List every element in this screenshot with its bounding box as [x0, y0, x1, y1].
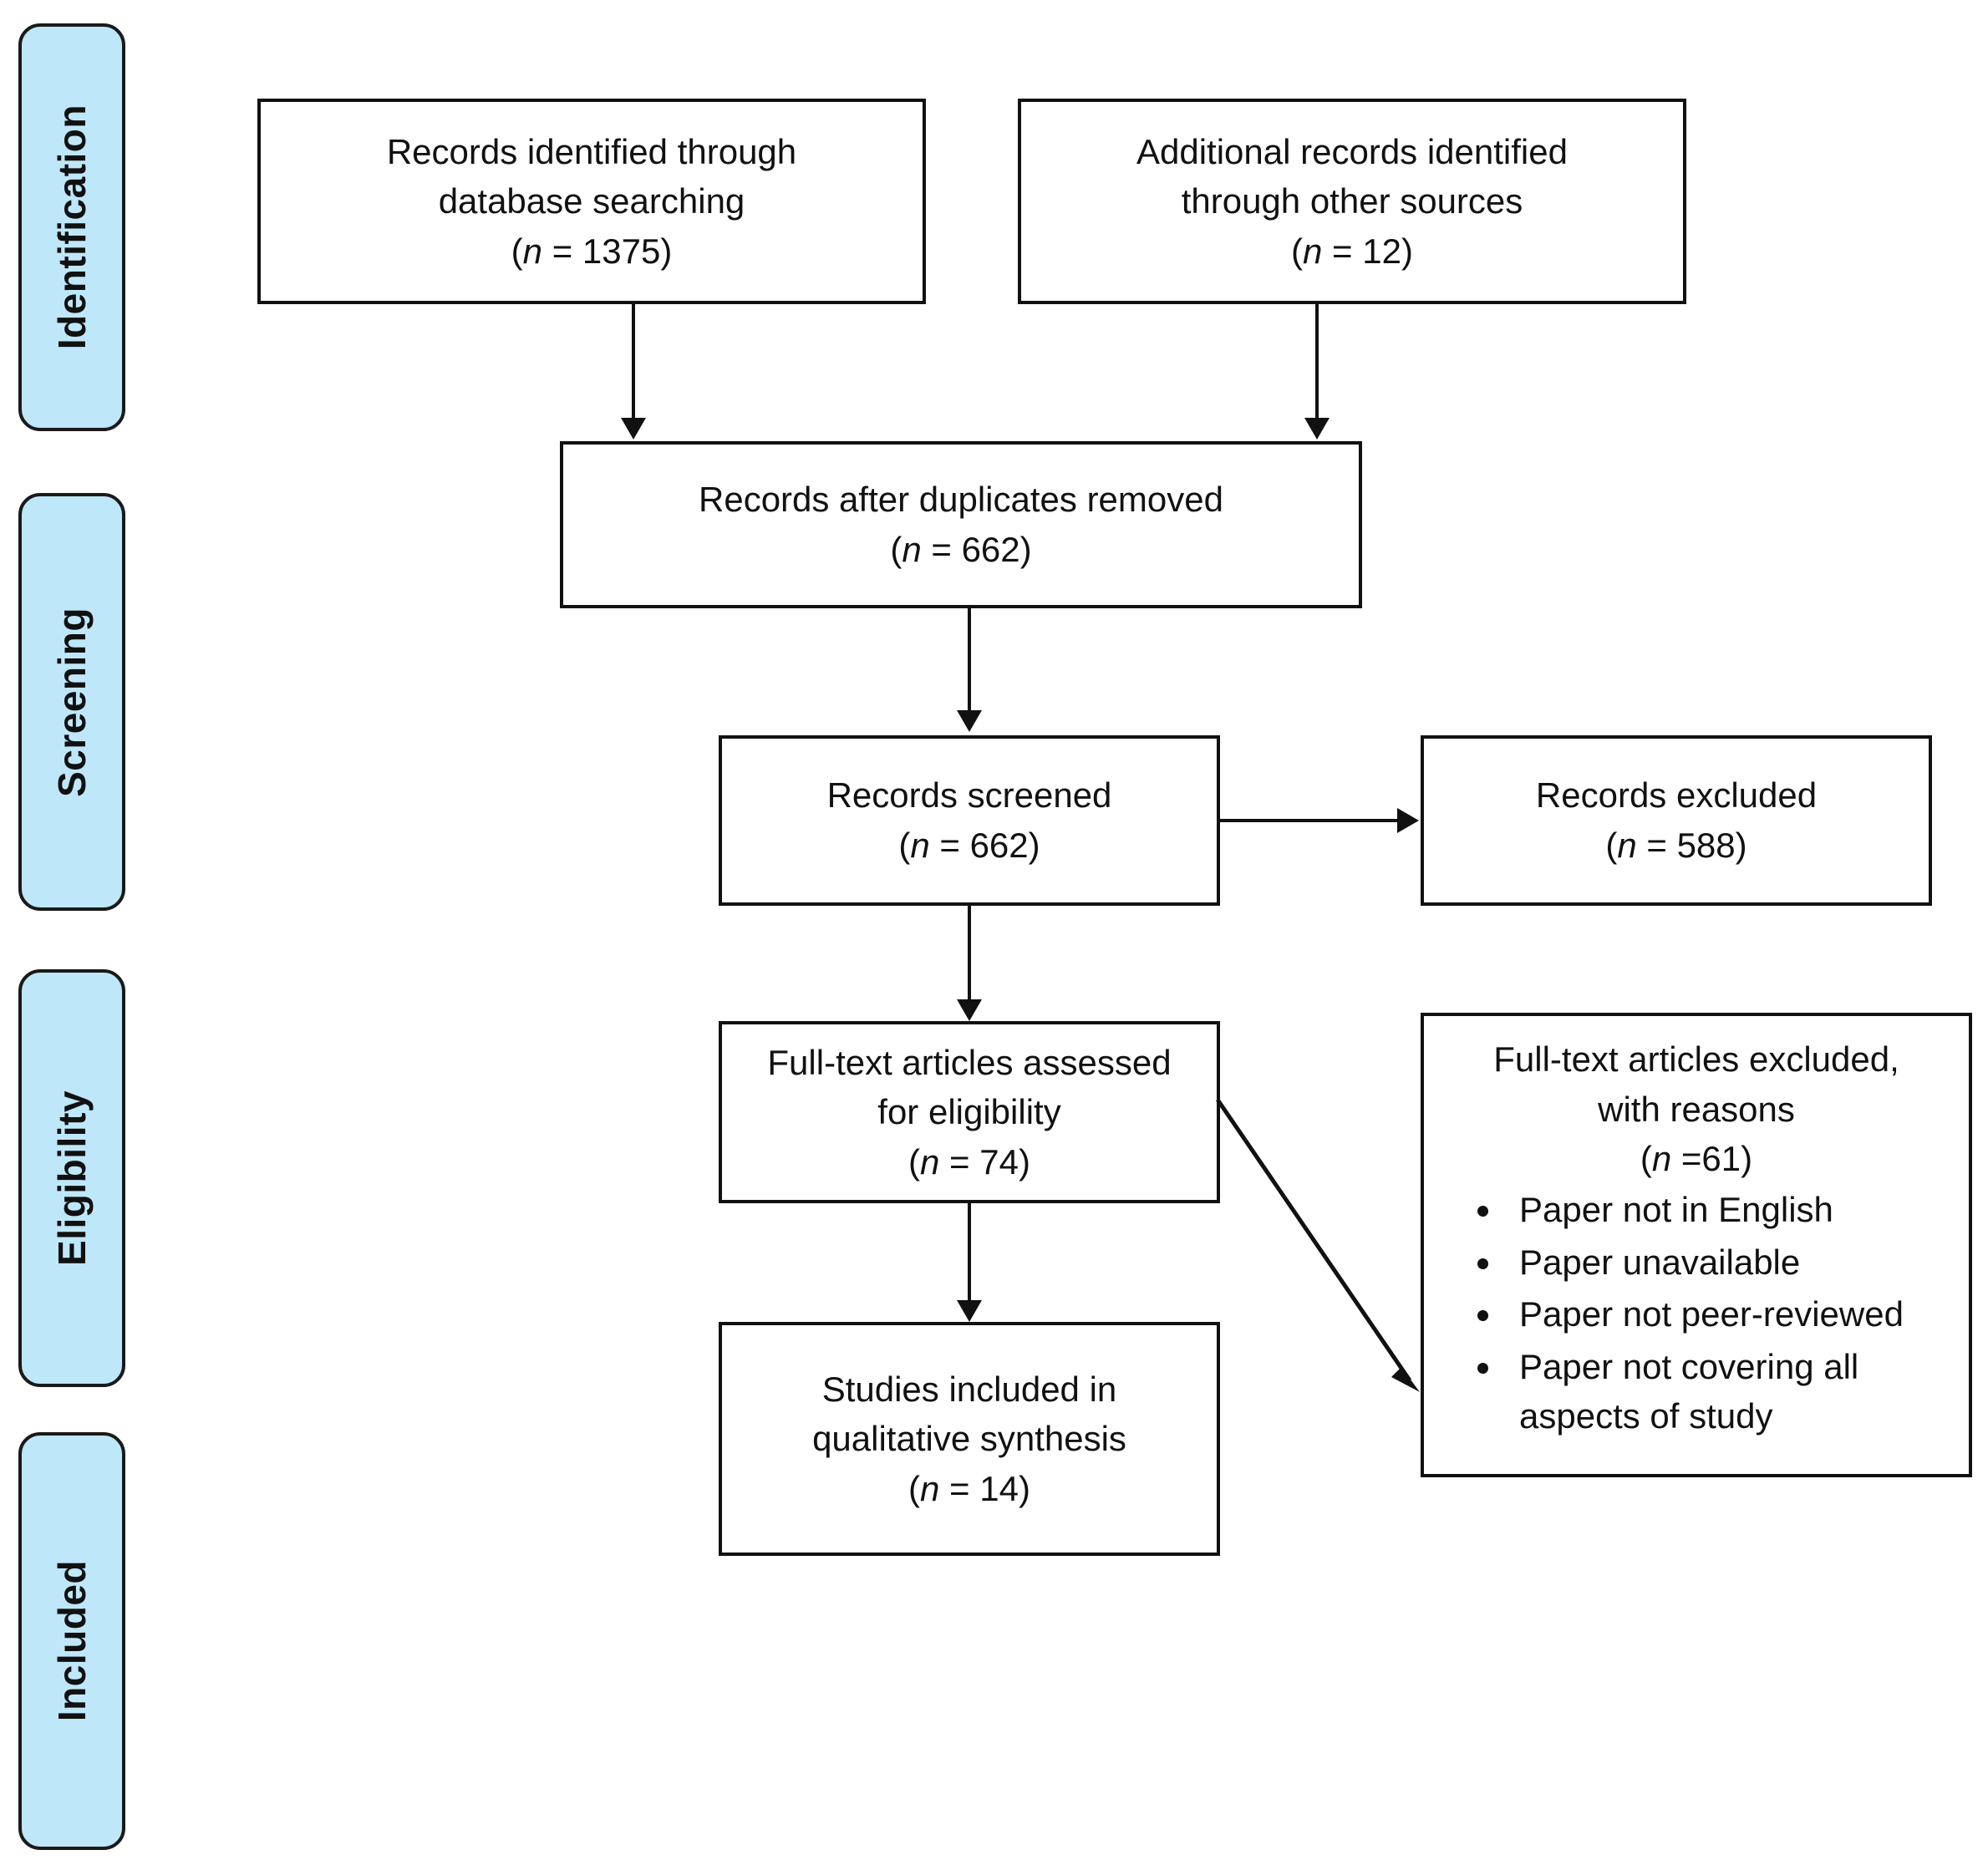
- box-records-identified-other[interactable]: Additional records identified through ot…: [1018, 99, 1686, 304]
- box-database-line1: Records identified through: [386, 131, 797, 171]
- box-fulltext-count: (n = 74): [908, 1141, 1030, 1182]
- stage-tab-identification-label: Identification: [50, 104, 94, 350]
- diagonal-line: [1215, 1098, 1412, 1382]
- stage-tab-included-label: Included: [50, 1560, 94, 1722]
- list-item: Paper unavailable: [1504, 1238, 1954, 1288]
- box-excluded-line1: Records excluded: [1535, 775, 1818, 816]
- box-other-line2: through other sources: [1181, 181, 1523, 221]
- box-studies-included[interactable]: Studies included in qualitative synthesi…: [719, 1322, 1220, 1556]
- list-item: Paper not in English: [1504, 1186, 1954, 1235]
- arrowhead-fulltext-to-reasons: [1391, 1367, 1420, 1392]
- box-records-identified-database[interactable]: Records identified through database sear…: [257, 99, 926, 304]
- box-fulltext-excluded-reasons[interactable]: Full-text articles excluded, with reason…: [1421, 1013, 1972, 1477]
- reasons-list: Paper not in English Paper unavailable P…: [1439, 1186, 1954, 1445]
- n-symbol: n: [1651, 1139, 1672, 1179]
- arrowhead-duplicates-to-screened: [957, 710, 982, 732]
- arrowhead-fulltext-to-included: [957, 1300, 982, 1322]
- connector-screened-to-fulltext: [968, 906, 971, 1003]
- n-symbol: n: [522, 231, 543, 271]
- reasons-line2: with reasons: [1598, 1089, 1795, 1129]
- stage-tab-eligibility-label: Eligibility: [50, 1090, 94, 1266]
- reasons-count: (n =61): [1640, 1139, 1753, 1179]
- box-records-excluded[interactable]: Records excluded (n = 588): [1421, 735, 1932, 906]
- stage-tab-screening[interactable]: Screening: [18, 493, 125, 911]
- box-screened-line1: Records screened: [826, 775, 1112, 816]
- box-included-line1: Studies included in: [821, 1369, 1117, 1409]
- connector-database-to-duplicates: [632, 304, 635, 423]
- n-symbol: n: [1617, 826, 1637, 865]
- box-other-count: (n = 12): [1291, 231, 1413, 271]
- arrowhead-database-to-duplicates: [621, 418, 646, 440]
- stage-tab-identification[interactable]: Identification: [18, 23, 125, 431]
- box-duplicates-count: (n = 662): [890, 530, 1032, 569]
- connector-fulltext-to-reasons: [1215, 1098, 1420, 1392]
- arrowhead-other-to-duplicates: [1304, 418, 1330, 440]
- n-symbol: n: [1303, 231, 1323, 271]
- connector-other-to-duplicates: [1315, 304, 1319, 423]
- box-fulltext-assessed[interactable]: Full-text articles assessed for eligibil…: [719, 1021, 1220, 1203]
- list-item: Paper not peer-reviewed: [1504, 1290, 1954, 1339]
- list-item: Paper not covering all aspects of study: [1504, 1343, 1954, 1441]
- box-duplicates-line1: Records after duplicates removed: [699, 480, 1223, 520]
- n-symbol: n: [920, 1141, 940, 1182]
- box-database-count: (n = 1375): [511, 231, 673, 271]
- n-symbol: n: [910, 826, 930, 865]
- stage-tab-eligibility[interactable]: Eligibility: [18, 969, 125, 1387]
- box-records-screened[interactable]: Records screened (n = 662): [719, 735, 1220, 906]
- box-database-line2: database searching: [438, 181, 745, 221]
- box-fulltext-line1: Full-text articles assessed: [767, 1042, 1172, 1082]
- arrowhead-screened-to-fulltext: [957, 999, 982, 1021]
- connector-screened-to-excluded: [1220, 819, 1401, 822]
- box-screened-count: (n = 662): [898, 826, 1040, 865]
- box-records-after-duplicates[interactable]: Records after duplicates removed (n = 66…: [560, 441, 1362, 608]
- box-other-line1: Additional records identified: [1136, 131, 1568, 171]
- connector-duplicates-to-screened: [968, 608, 971, 714]
- box-included-count: (n = 14): [908, 1468, 1030, 1508]
- stage-tab-included[interactable]: Included: [18, 1432, 125, 1850]
- n-symbol: n: [920, 1468, 940, 1508]
- n-symbol: n: [902, 530, 922, 569]
- box-included-line2: qualitative synthesis: [812, 1419, 1126, 1459]
- reasons-line1: Full-text articles excluded,: [1493, 1039, 1899, 1079]
- connector-fulltext-to-included: [968, 1203, 971, 1304]
- stage-tab-screening-label: Screening: [50, 607, 94, 797]
- arrowhead-screened-to-excluded: [1397, 808, 1419, 833]
- box-fulltext-line2: for eligibility: [877, 1092, 1061, 1132]
- box-excluded-count: (n = 588): [1605, 826, 1747, 865]
